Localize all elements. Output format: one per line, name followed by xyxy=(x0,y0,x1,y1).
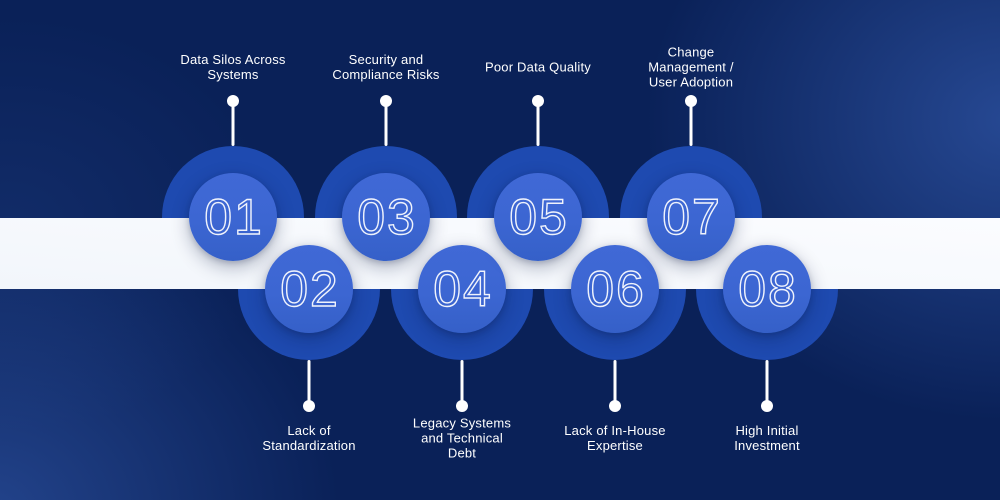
step-circle-04: 04 xyxy=(418,245,506,333)
step-circle-05: 05 xyxy=(494,173,582,261)
connector-line-08 xyxy=(765,360,769,404)
connector-dot-03 xyxy=(380,95,392,107)
challenge-label-05: Poor Data Quality xyxy=(484,59,591,75)
connector-line-01 xyxy=(231,104,235,146)
step-number-03: 03 xyxy=(356,189,417,245)
connector-dot-06 xyxy=(609,400,621,412)
top-outer-circle-layer xyxy=(0,0,1000,218)
challenge-label-04: Legacy Systems and Technical Debt xyxy=(412,415,512,461)
challenge-label-01: Data Silos Across Systems xyxy=(180,52,286,82)
connector-dot-05 xyxy=(532,95,544,107)
step-number-07: 07 xyxy=(661,189,722,245)
step-circle-07: 07 xyxy=(647,173,735,261)
step-circle-03: 03 xyxy=(342,173,430,261)
challenge-label-08: High Initial Investment xyxy=(734,423,800,453)
step-number-08: 08 xyxy=(737,261,798,317)
challenge-label-03: Security and Compliance Risks xyxy=(332,52,440,82)
step-circle-08: 08 xyxy=(723,245,811,333)
connector-line-07 xyxy=(689,104,693,146)
bottom-outer-circle-layer xyxy=(0,289,1000,500)
step-circle-01: 01 xyxy=(189,173,277,261)
step-number-01: 01 xyxy=(203,189,264,245)
step-number-02: 02 xyxy=(279,261,340,317)
challenge-label-07: Change Management / User Adoption xyxy=(648,44,734,90)
step-number-04: 04 xyxy=(432,261,493,317)
challenge-label-02: Lack of Standardization xyxy=(262,423,356,453)
step-number-05: 05 xyxy=(508,189,569,245)
connector-dot-04 xyxy=(456,400,468,412)
connector-line-03 xyxy=(384,104,388,146)
step-circle-06: 06 xyxy=(571,245,659,333)
connector-dot-07 xyxy=(685,95,697,107)
connector-dot-08 xyxy=(761,400,773,412)
connector-line-06 xyxy=(613,360,617,404)
step-circle-02: 02 xyxy=(265,245,353,333)
challenge-label-06: Lack of In-House Expertise xyxy=(564,423,666,453)
connector-line-04 xyxy=(460,360,464,404)
connector-dot-01 xyxy=(227,95,239,107)
connector-dot-02 xyxy=(303,400,315,412)
step-number-06: 06 xyxy=(585,261,646,317)
connector-line-05 xyxy=(536,104,540,146)
connector-line-02 xyxy=(307,360,311,404)
